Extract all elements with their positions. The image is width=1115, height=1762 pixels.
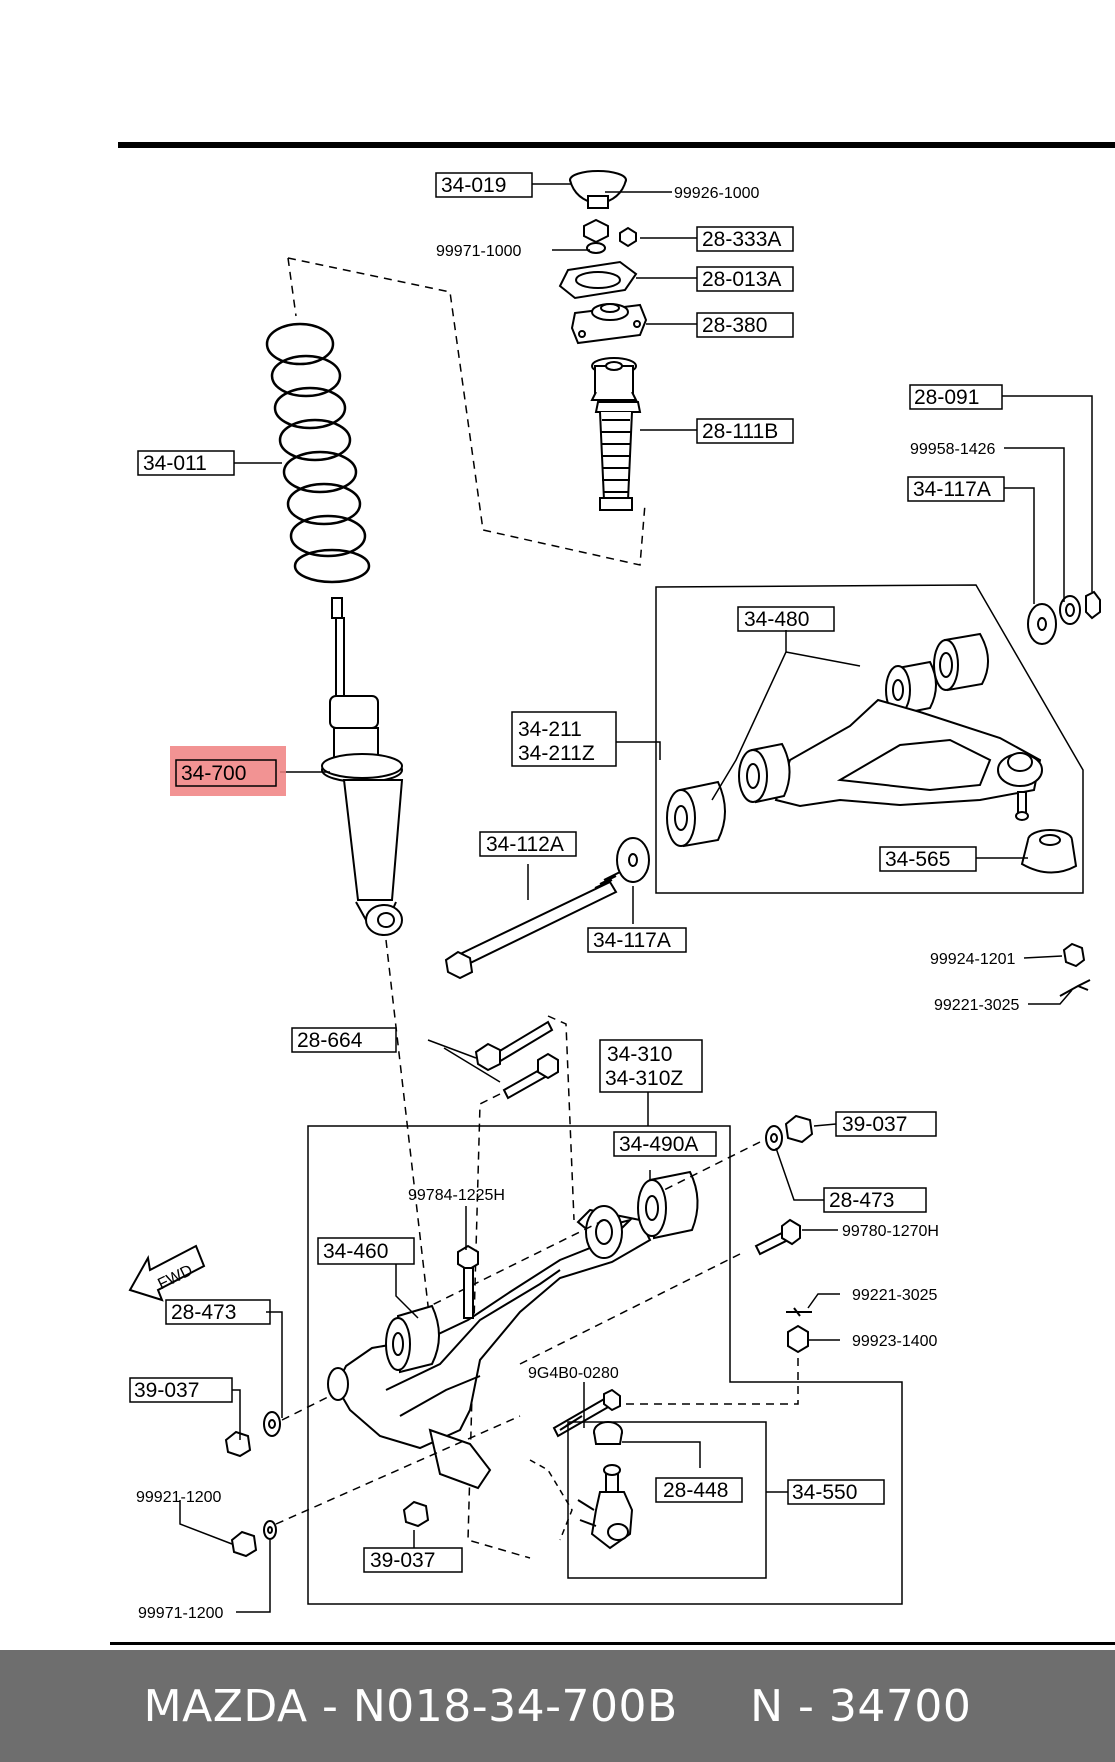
lower-left-dashed xyxy=(275,1415,521,1525)
label-34-480: 34-480 xyxy=(744,608,809,631)
label-34-211: 34-211 xyxy=(518,718,582,741)
label-28-380: 28-380 xyxy=(702,314,767,337)
dust-boot xyxy=(1020,829,1078,874)
label-9G4B0-0280: 9G4B0-0280 xyxy=(528,1365,619,1382)
label-99926-1000: 99926-1000 xyxy=(674,185,760,202)
label-34-117A-top: 34-117A xyxy=(913,478,991,501)
label-34-460: 34-460 xyxy=(323,1240,388,1263)
label-99780-1270H: 99780-1270H xyxy=(842,1223,939,1240)
ball-joint-box xyxy=(567,1421,767,1579)
part-number-caption: MAZDA - N018-34-700B N - 34700 xyxy=(143,1680,972,1732)
upper-arm-bolt xyxy=(444,837,650,980)
label-28-473-right: 28-473 xyxy=(829,1189,894,1212)
label-99921-1200: 99921-1200 xyxy=(136,1489,222,1506)
label-34-490A: 34-490A xyxy=(619,1133,698,1156)
label-34-565: 34-565 xyxy=(885,848,950,871)
label-39-037-left: 39-037 xyxy=(134,1379,199,1402)
label-34-019: 34-019 xyxy=(441,174,506,197)
spring-dashed-guide xyxy=(287,257,646,566)
label-28-013A: 28-013A xyxy=(702,268,781,291)
lower-nut-pin xyxy=(786,1307,812,1354)
label-34-700: 34-700 xyxy=(181,762,246,785)
label-28-448: 28-448 xyxy=(663,1479,728,1502)
label-39-037-bottom: 39-037 xyxy=(370,1549,435,1572)
strut-mount-stack xyxy=(558,170,648,511)
label-34-310Z: 34-310Z xyxy=(605,1067,683,1090)
upper-arm-box xyxy=(655,584,1084,894)
label-34-112A: 34-112A xyxy=(486,833,564,856)
label-99784-1225H: 99784-1225H xyxy=(408,1187,505,1204)
lower-control-arm xyxy=(327,1170,699,1490)
lower-arm-box xyxy=(307,1125,903,1605)
label-99971-1000: 99971-1000 xyxy=(436,243,522,260)
lower-arm-bolts xyxy=(474,1020,559,1100)
spring-dashed-guide-left xyxy=(287,257,297,317)
label-34-011: 34-011 xyxy=(143,452,207,475)
label-28-111B: 28-111B xyxy=(702,420,778,443)
label-99924-1201: 99924-1201 xyxy=(930,951,1016,968)
fwd-arrow: FWD xyxy=(128,1244,206,1302)
rear-dashed-guide xyxy=(281,1395,331,1421)
footer-bar: MAZDA - N018-34-700B N - 34700 xyxy=(0,1650,1115,1762)
vertical-bolt xyxy=(457,1244,479,1319)
label-34-310: 34-310 xyxy=(607,1043,672,1066)
upper-control-arm xyxy=(666,632,1043,848)
front-bolt xyxy=(754,1218,801,1256)
upper-right-fasteners xyxy=(1027,590,1101,645)
lower-left-fasteners xyxy=(230,1500,430,1558)
label-99221-3025-lower: 99221-3025 xyxy=(852,1287,938,1304)
label-28-473-left: 28-473 xyxy=(171,1301,236,1324)
highlight-34-700 xyxy=(170,746,286,796)
label-28-091: 28-091 xyxy=(914,386,979,409)
front-dashed-guide xyxy=(429,1141,761,1307)
shock-absorber xyxy=(321,597,404,936)
ball-joint-dashed xyxy=(529,1459,573,1541)
upper-nut-pin xyxy=(1059,942,1091,997)
ball-joint xyxy=(577,1421,634,1550)
label-28-664: 28-664 xyxy=(297,1029,363,1052)
parts-diagram: FWD xyxy=(110,142,1115,1645)
front-nut-washer xyxy=(765,1114,814,1151)
rear-nut-washer xyxy=(224,1411,281,1458)
label-39-037-right: 39-037 xyxy=(842,1113,907,1136)
label-34-211Z: 34-211Z xyxy=(518,742,595,765)
lower-pin-guide xyxy=(606,1358,799,1405)
bottom-border-rule xyxy=(110,1642,1115,1645)
label-28-333A: 28-333A xyxy=(702,228,781,251)
label-99958-1426: 99958-1426 xyxy=(910,441,996,458)
coil-spring xyxy=(265,322,371,584)
label-99923-1400: 99923-1400 xyxy=(852,1333,938,1350)
top-border-rule xyxy=(118,142,1115,148)
label-34-550: 34-550 xyxy=(792,1481,857,1504)
label-99971-1200: 99971-1200 xyxy=(138,1605,224,1622)
bolt-dashed-guide xyxy=(547,1015,575,1221)
label-99221-3025-upper: 99221-3025 xyxy=(934,997,1020,1014)
label-34-117A-bottom: 34-117A xyxy=(593,929,671,952)
